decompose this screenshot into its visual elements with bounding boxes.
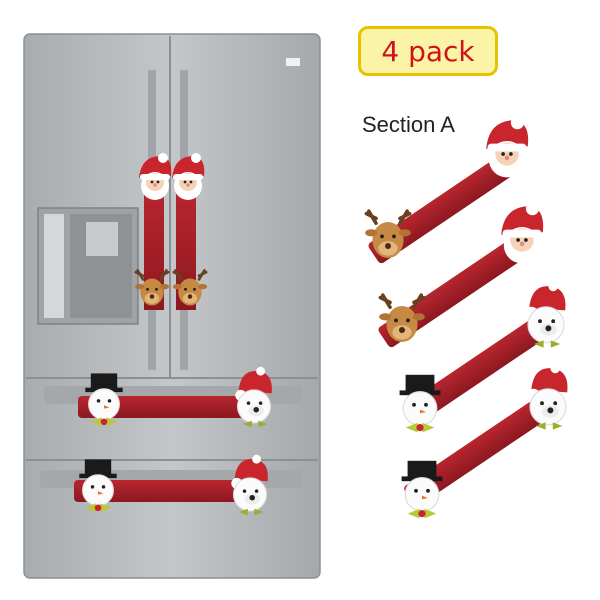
pack-count-text: 4 pack (381, 34, 475, 68)
door-handle-cover-right (171, 153, 209, 310)
pack-item-4 (401, 363, 569, 520)
section-label: Section A (362, 112, 455, 137)
pack-item-1 (363, 116, 529, 264)
pack-count-badge: 4 pack (358, 26, 498, 76)
pack-item-3 (399, 281, 567, 433)
pack-item-2 (377, 202, 544, 348)
drawer-handle-cover-top (78, 366, 273, 428)
door-handle-cover-left (133, 153, 172, 310)
drawer-handle-cover-bottom (74, 454, 269, 516)
